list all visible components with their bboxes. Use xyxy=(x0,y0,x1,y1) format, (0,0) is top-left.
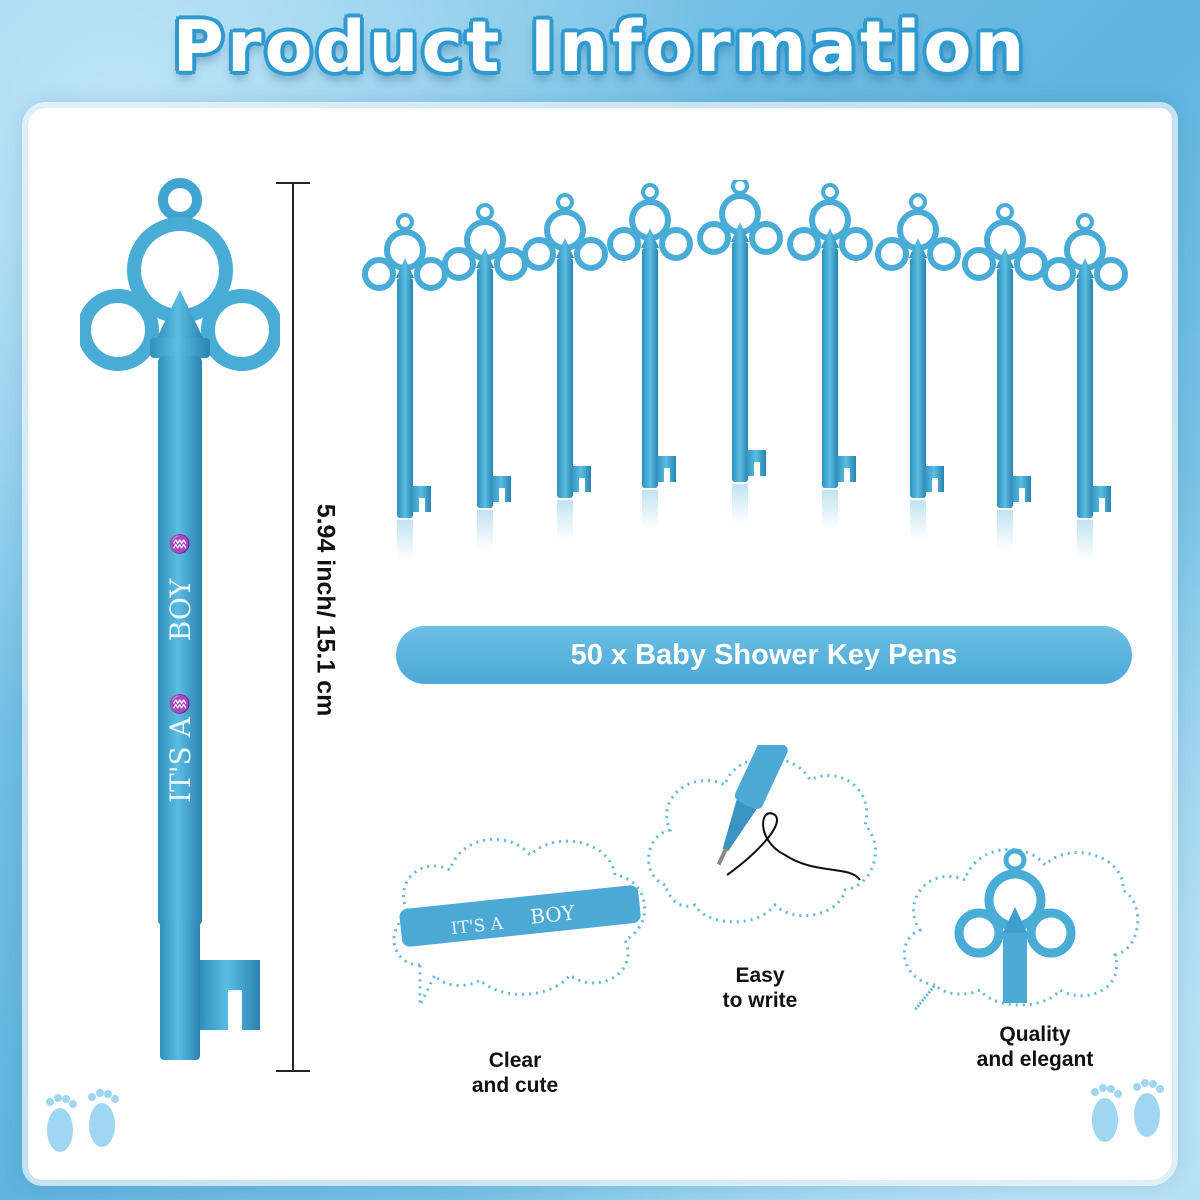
feature-easy: Easy to write xyxy=(690,963,830,1013)
feature-clear-line2: and cute xyxy=(471,1074,559,1097)
dimension-cap-bottom xyxy=(276,1070,310,1072)
feature-easy-line2: to write xyxy=(722,989,798,1012)
dimension-label: 5.94 inch/ 15.1 cm xyxy=(311,503,340,717)
feature-quality-line2: and elegant xyxy=(976,1048,1094,1071)
quantity-banner: 50 x Baby Shower Key Pens xyxy=(396,626,1132,684)
feature-cloud-quality xyxy=(903,848,1140,1011)
feature-clear-line1: Clear xyxy=(488,1049,542,1072)
large-pen-engraving-boy: BOY xyxy=(164,578,197,641)
large-pen-engraving-itsa: IT'S A xyxy=(164,716,197,803)
feature-easy-line1: Easy xyxy=(735,964,785,987)
cloud-pen-engraving-boy: BOY xyxy=(529,900,577,929)
baby-footprints-icon xyxy=(1091,1079,1164,1142)
svg-text:♒: ♒ xyxy=(169,693,191,715)
feature-cloud-clear: IT'S A BOY xyxy=(392,838,647,1006)
dimension-cap-top xyxy=(276,182,310,184)
baby-footprints-icon xyxy=(46,1089,119,1152)
feature-clear: Clear and cute xyxy=(440,1048,590,1098)
svg-text:♒: ♒ xyxy=(169,533,191,555)
feature-cloud-write xyxy=(647,745,877,924)
page-title: Product Information xyxy=(172,6,1028,88)
dimension-line xyxy=(292,182,294,1072)
small-key-pens-row xyxy=(360,180,1160,600)
feature-quality: Quality and elegant xyxy=(950,1022,1120,1072)
feature-quality-line1: Quality xyxy=(999,1023,1071,1046)
large-key-pen: BOY IT'S A ♒ ♒ xyxy=(80,178,280,1060)
